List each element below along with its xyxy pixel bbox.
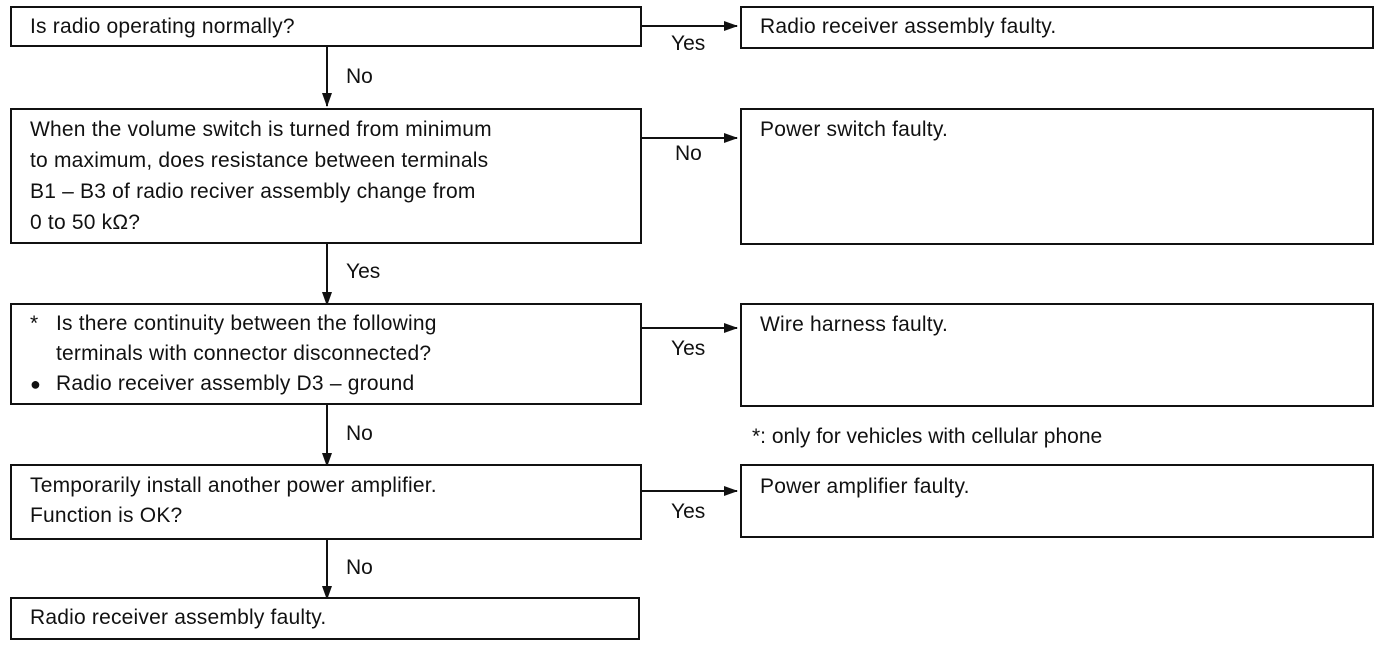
branch-label-q2-no: No bbox=[675, 142, 702, 165]
question-radio-operating-text: Is radio operating normally? bbox=[30, 15, 295, 38]
result-radio-receiver-faulty-final-text: Radio receiver assembly faulty. bbox=[30, 606, 327, 629]
question-volume-resistance: When the volume switch is turned from mi… bbox=[10, 108, 642, 244]
result-radio-receiver-faulty-top-text: Radio receiver assembly faulty. bbox=[760, 15, 1057, 38]
result-wire-harness-faulty: Wire harness faulty. bbox=[740, 303, 1374, 407]
result-power-switch-faulty-text: Power switch faulty. bbox=[760, 118, 949, 141]
question-continuity-check: * Is there continuity between the follow… bbox=[10, 303, 642, 405]
question-volume-resistance-line-4: 0 to 50 kΩ? bbox=[30, 211, 141, 234]
result-power-switch-faulty: Power switch faulty. bbox=[740, 108, 1374, 245]
question-continuity-line-2: terminals with connector disconnected? bbox=[30, 339, 622, 369]
question-volume-resistance-line-3: B1 – B3 of radio reciver assembly change… bbox=[30, 180, 476, 203]
result-radio-receiver-faulty-top: Radio receiver assembly faulty. bbox=[740, 6, 1374, 49]
question-continuity-line-1: * Is there continuity between the follow… bbox=[30, 309, 622, 339]
branch-label-q4-yes: Yes bbox=[671, 500, 706, 523]
question-power-amplifier-swap: Temporarily install another power amplif… bbox=[10, 464, 642, 540]
branch-label-q2-yes: Yes bbox=[346, 260, 381, 283]
footnote-cellular-phone: *: only for vehicles with cellular phone bbox=[752, 425, 1103, 448]
question-radio-operating: Is radio operating normally? bbox=[10, 6, 642, 47]
bullet-dot-icon: ● bbox=[30, 374, 42, 394]
result-radio-receiver-faulty-final: Radio receiver assembly faulty. bbox=[10, 597, 640, 640]
branch-label-q1-yes: Yes bbox=[671, 32, 706, 55]
question-continuity-line-2-text: terminals with connector disconnected? bbox=[56, 342, 432, 365]
result-power-amplifier-faulty-text: Power amplifier faulty. bbox=[760, 475, 970, 498]
question-volume-resistance-line-1: When the volume switch is turned from mi… bbox=[30, 118, 492, 141]
question-volume-resistance-line-2: to maximum, does resistance between term… bbox=[30, 149, 489, 172]
branch-label-q3-yes: Yes bbox=[671, 337, 706, 360]
question-power-amplifier-line-2: Function is OK? bbox=[30, 504, 183, 527]
branch-label-q3-no: No bbox=[346, 422, 373, 445]
branch-label-q4-no: No bbox=[346, 556, 373, 579]
result-wire-harness-faulty-text: Wire harness faulty. bbox=[760, 313, 949, 336]
result-power-amplifier-faulty: Power amplifier faulty. bbox=[740, 464, 1374, 538]
question-continuity-bullet: ● Radio receiver assembly D3 – ground bbox=[30, 369, 622, 399]
question-power-amplifier-line-1: Temporarily install another power amplif… bbox=[30, 474, 437, 497]
question-continuity-bullet-text: Radio receiver assembly D3 – ground bbox=[56, 372, 415, 395]
question-continuity-line-1-text: Is there continuity between the followin… bbox=[56, 312, 437, 335]
asterisk-marker: * bbox=[30, 312, 39, 335]
branch-label-q1-no: No bbox=[346, 65, 373, 88]
